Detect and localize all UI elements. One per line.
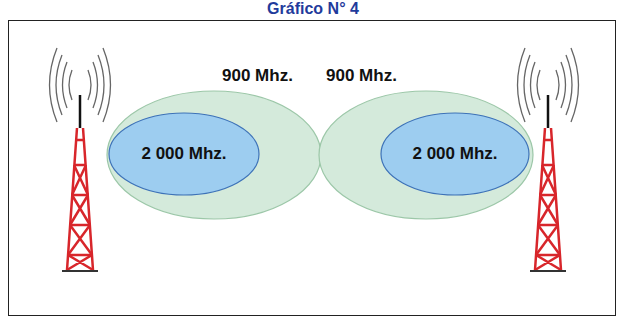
band-label: 900 Mhz. xyxy=(326,66,397,86)
coverage-ellipse-2000: 2 000 Mhz. xyxy=(380,112,530,196)
coverage-ellipse-900: 900 Mhz.2 000 Mhz. xyxy=(106,90,322,220)
figure-title: Gráfico N° 4 xyxy=(0,0,626,18)
label-holder: 2 000 Mhz. xyxy=(380,112,530,196)
coverage-ellipse-2000: 2 000 Mhz. xyxy=(108,112,260,196)
tower-left xyxy=(50,48,111,271)
band-label: 2 000 Mhz. xyxy=(412,144,497,164)
band-label: 900 Mhz. xyxy=(222,66,293,86)
band-label: 2 000 Mhz. xyxy=(141,144,226,164)
label-holder: 2 000 Mhz. xyxy=(108,112,260,196)
coverage-ellipse-900: 900 Mhz.2 000 Mhz. xyxy=(318,90,534,220)
